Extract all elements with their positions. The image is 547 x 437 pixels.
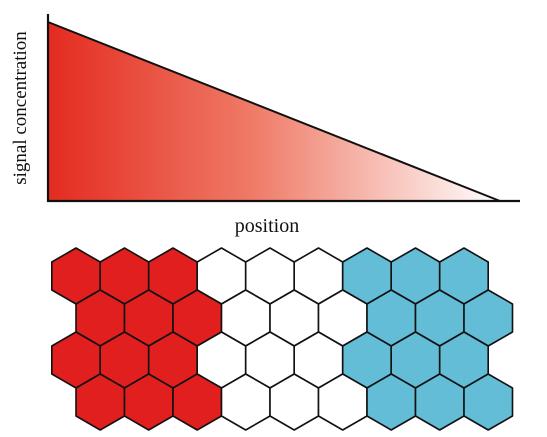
concentration-slope-line [47,21,501,202]
gradient-plot: signal concentration position [10,14,520,237]
y-axis-label: signal concentration [10,31,31,185]
cell-field [50,247,514,431]
cell-blue [463,373,514,431]
x-axis-label: position [235,215,299,237]
